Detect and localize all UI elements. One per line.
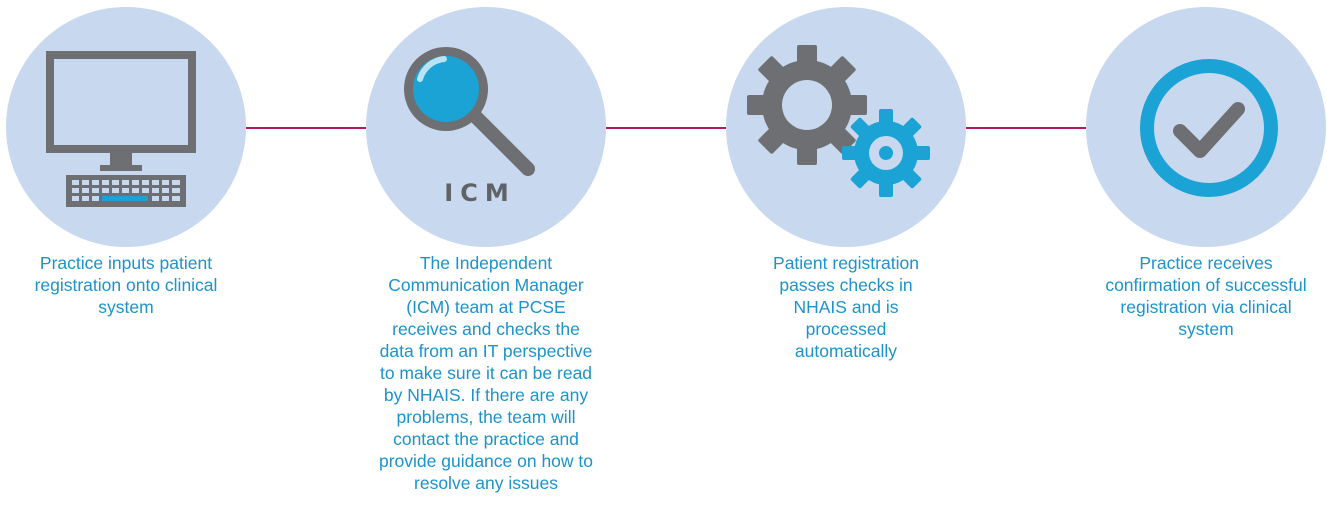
icm-label: ICM [444, 179, 515, 207]
step-3-circle [726, 7, 966, 247]
step-2-circle: ICM [366, 7, 606, 247]
step-2-caption: The Independent Communication Manager (I… [378, 253, 594, 493]
step-1-circle [6, 7, 246, 247]
connector-line-3 [966, 127, 1086, 129]
magnifying-glass-icon: ICM [404, 47, 535, 207]
connector-line-1 [246, 127, 366, 129]
computer-icon [46, 51, 196, 207]
step-3-caption: Patient registration passes checks in NH… [773, 253, 919, 361]
gears-icon [747, 45, 930, 197]
step-4-caption: Practice receives confirmation of succes… [1105, 253, 1307, 339]
connector-line-2 [606, 127, 726, 129]
step-4-circle [1086, 7, 1326, 247]
step-1-caption: Practice inputs patient registration ont… [34, 253, 218, 317]
checkmark-icon [1140, 59, 1278, 197]
